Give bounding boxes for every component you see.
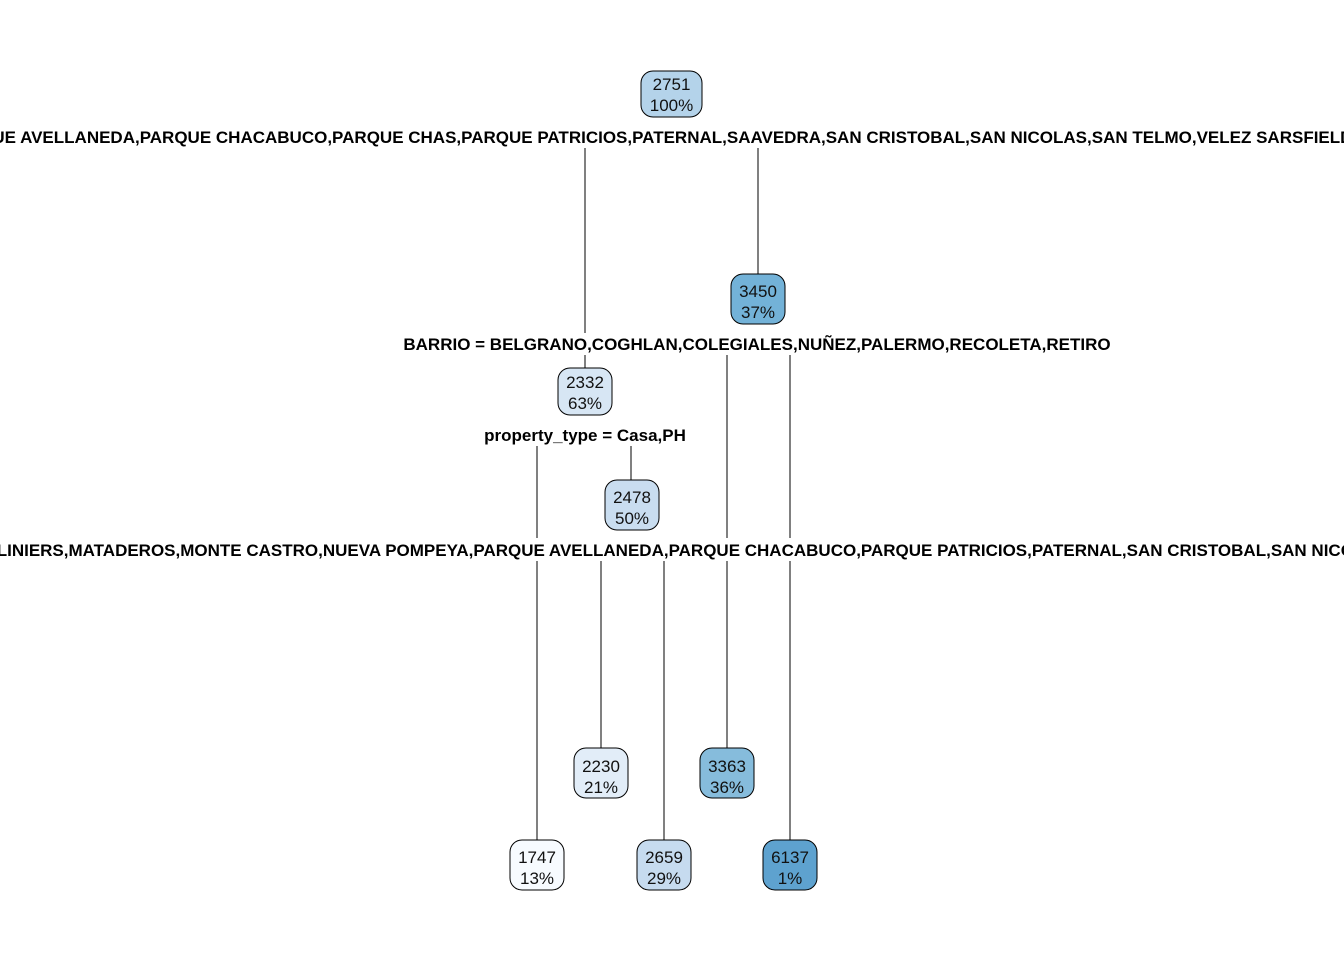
node-percent: 63% [568, 394, 602, 413]
node-value: 2478 [613, 488, 651, 507]
node-percent: 36% [710, 778, 744, 797]
split-label-leftright-group: BARRIO = BARRACAS,BOCA,CONSTITUCION,FLOR… [0, 538, 1344, 561]
split-label-bg [0, 538, 1344, 561]
node-percent: 29% [647, 869, 681, 888]
tree-node-leaf-3363: 3363 36% [699, 747, 755, 799]
tree-edges [536, 148, 791, 840]
split-label-bg [380, 333, 1136, 355]
tree-node-leaf-1747: 1747 13% [509, 839, 565, 891]
node-value: 6137 [771, 848, 809, 867]
node-box-leaf-2230 [573, 747, 629, 799]
node-percent: 1% [778, 869, 803, 888]
node-percent: 50% [615, 509, 649, 528]
split-label-bg [474, 424, 696, 446]
node-percent: 37% [741, 303, 775, 322]
split-label-bg [0, 124, 1344, 148]
tree-node-root: 2751 100% [640, 70, 703, 118]
tree-node-leaf-6137: 6137 1% [762, 839, 818, 891]
node-value: 1747 [518, 848, 556, 867]
tree-node-left: 2332 63% [557, 367, 613, 416]
split-label-right-group: BARRIO = BELGRANO,COGHLAN,COLEGIALES,NUÑ… [380, 333, 1136, 355]
node-value: 2659 [645, 848, 683, 867]
tree-node-leftright: 2478 50% [604, 479, 660, 531]
node-box-leaf-6137 [762, 839, 818, 891]
node-box-left [557, 367, 613, 416]
node-value: 2332 [566, 373, 604, 392]
node-box-leaf-2659 [636, 839, 692, 891]
node-box-leaf-3363 [699, 747, 755, 799]
split-label-left: property_type = Casa,PH [484, 426, 686, 445]
node-box-right [730, 273, 786, 325]
tree-node-leaf-2230: 2230 21% [573, 747, 629, 799]
tree-node-right: 3450 37% [730, 273, 786, 325]
node-value: 3363 [708, 757, 746, 776]
split-label-right: BARRIO = BELGRANO,COGHLAN,COLEGIALES,NUÑ… [403, 334, 1110, 354]
split-label-left-group: property_type = Casa,PH [474, 424, 696, 446]
split-label-root-group: BARRIO = ALMAGRO,BALVANERA,BARRACAS,BOCA… [0, 124, 1344, 148]
split-label-root: BARRIO = ALMAGRO,BALVANERA,BARRACAS,BOCA… [0, 128, 1344, 147]
split-label-leftright: BARRIO = BARRACAS,BOCA,CONSTITUCION,FLOR… [0, 541, 1344, 560]
node-value: 2751 [653, 75, 691, 94]
node-percent: 100% [650, 96, 693, 115]
tree-node-leaf-2659: 2659 29% [636, 839, 692, 891]
node-value: 3450 [739, 282, 777, 301]
node-percent: 21% [584, 778, 618, 797]
node-percent: 13% [520, 869, 554, 888]
node-box-leftright [604, 479, 660, 531]
node-box-root [640, 70, 703, 118]
node-value: 2230 [582, 757, 620, 776]
node-box-leaf-1747 [509, 839, 565, 891]
